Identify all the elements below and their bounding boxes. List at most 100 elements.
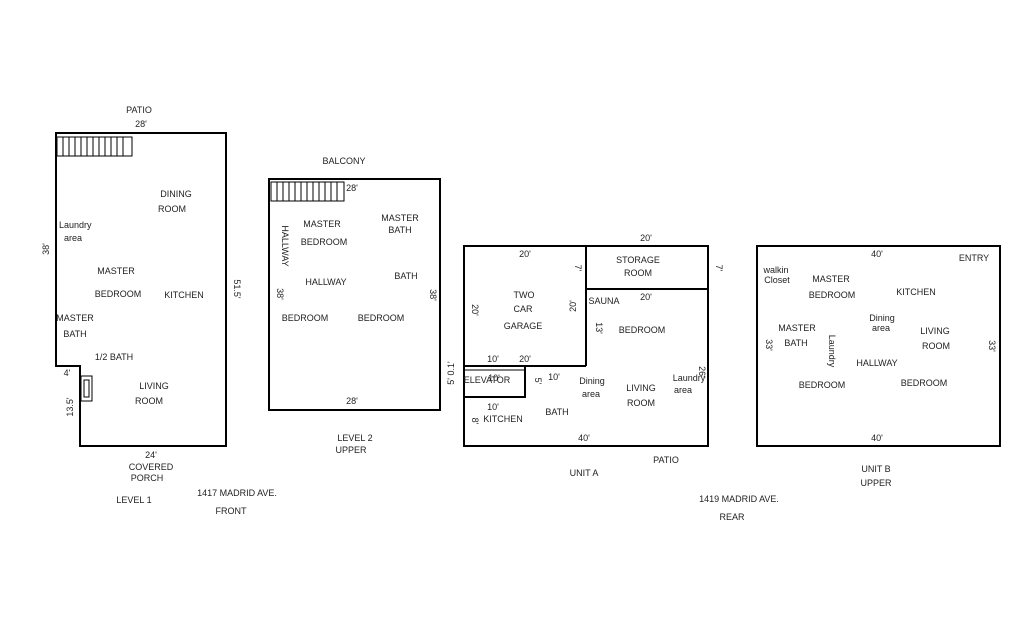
level2-bedroom-right: BEDROOM [358,313,405,323]
unit-a-sauna: SAUNA [588,296,619,306]
level2-master-bedroom-line2: BEDROOM [301,237,348,247]
unit-b-plan: 40' ENTRY walkin Closet MASTER BEDROOM K… [756,245,1001,488]
unit-b-dining-line1: Dining [869,313,895,323]
front-address: 1417 MADRID AVE. [197,488,277,498]
unit-a-kitchen: KITCHEN [483,414,523,424]
level1-notch-dim: 4' [64,368,71,378]
unit-b-right-dim: 33' [987,340,997,352]
unit-a-mid-dim: 10' [548,372,560,382]
front-label: FRONT [216,506,247,516]
unit-a-garage-line2: CAR [513,304,533,314]
level1-porch-line1: COVERED [129,462,174,472]
level2-label-line2: UPPER [335,445,367,455]
unit-a-plan: 20' 20' 7' STORAGE ROOM 7' 20' 20' 20' T… [446,233,724,478]
unit-a-storage-right-dim: 7' [714,265,724,272]
level1-master-bath-line2: BATH [63,329,86,339]
unit-a-garage-left-dim: 20' [470,304,480,316]
unit-b-laundry: Laundry [827,335,837,368]
level1-lower-left-dim: 13.5' [65,397,75,417]
level1-left-dim: 38' [41,243,51,255]
level2-left-dim: 38' [275,288,285,300]
unit-a-right-dim: 26' [697,366,707,378]
unit-a-dining-line1: Dining [579,376,605,386]
unit-a-elevator-top-dim: 10' [487,354,499,364]
unit-a-storage-top-dim: 20' [640,233,652,243]
level1-master-bedroom-line1: MASTER [97,266,135,276]
rear-label: REAR [719,512,745,522]
unit-b-kitchen: KITCHEN [896,287,936,297]
rear-address: 1419 MADRID AVE. [699,494,779,504]
level1-stairs [56,136,133,157]
unit-a-eight-dim: 8' [470,418,480,425]
unit-b-walkin-line1: walkin [762,265,788,275]
unit-a-storage-line1: STORAGE [616,255,660,265]
unit-b-living-line1: LIVING [920,326,950,336]
unit-a-garage-right-dim: 20' [568,300,578,312]
level2-outline [268,178,441,411]
unit-a-bedroom: BEDROOM [619,325,666,335]
level2-bedroom-left: BEDROOM [282,313,329,323]
level2-master-bath-line1: MASTER [381,213,419,223]
unit-a-patio: PATIO [653,455,679,465]
unit-a-label: UNIT A [570,468,599,478]
unit-b-bedroom-right: BEDROOM [901,378,948,388]
level1-master-bath-line1: MASTER [56,313,94,323]
unit-a-garage-line1: TWO [514,290,535,300]
unit-b-walkin-line2: Closet [764,275,790,285]
unit-a-elevator [463,365,526,398]
unit-b-dining-line2: area [872,323,890,333]
level1-patio-label: PATIO [126,105,152,115]
level2-top-dim: 28' [346,183,358,193]
level1-right-dim: 51.5' [232,279,242,299]
level1-fireplace [80,375,93,402]
unit-b-master-bedroom-line1: MASTER [812,274,850,284]
unit-a-left-dim: 5' 0.1' [446,361,456,385]
level1-master-bedroom-line2: BEDROOM [95,289,142,299]
level2-stairs [270,181,345,202]
unit-a-elevator-inner-dim: 10' [488,373,500,383]
unit-a-storage-side-dim: 7' [573,265,583,272]
level1-kitchen: KITCHEN [164,290,204,300]
unit-a-elevator: ELEVATOR [464,375,511,385]
level2-master-bath-line2: BATH [388,225,411,235]
level2-right-dim: 38' [428,289,438,301]
unit-b-top-dim: 40' [871,249,883,259]
unit-a-living-line2: ROOM [627,398,655,408]
level2-plan: BALCONY 28' HALLWAY MASTER BEDROOM MASTE… [268,156,441,455]
level1-outline [55,132,227,447]
unit-a-bottom-dim: 40' [578,433,590,443]
level1-porch-line2: PORCH [131,473,164,483]
level1-living-line1: LIVING [139,381,169,391]
unit-b-bottom-dim: 40' [871,433,883,443]
level1-half-bath: 1/2 BATH [95,352,133,362]
level1-bottom-dim: 24' [145,450,157,460]
level1-laundry-line2: area [64,233,82,243]
unit-a-bedroom-dim: 13' [594,322,604,334]
unit-b-outline [756,245,1001,447]
level2-hallway-vertical: HALLWAY [280,225,290,266]
level1-laundry-line1: Laundry [59,220,92,230]
unit-b-label-line1: UNIT B [861,464,890,474]
unit-b-master-bath-line2: BATH [784,338,807,348]
unit-b-master-bedroom-line2: BEDROOM [809,290,856,300]
unit-a-bath: BATH [545,407,568,417]
level2-label-line1: LEVEL 2 [337,433,372,443]
unit-a-laundry-line2: area [674,385,692,395]
level2-balcony: BALCONY [322,156,365,166]
level2-hallway: HALLWAY [305,277,346,287]
level1-label: LEVEL 1 [116,495,151,505]
unit-b-bedroom-left: BEDROOM [799,380,846,390]
level2-bath: BATH [394,271,417,281]
unit-a-garage-top-dim: 20' [519,249,531,259]
unit-b-label-line2: UPPER [860,478,892,488]
unit-a-storage-line2: ROOM [624,268,652,278]
unit-b-entry: ENTRY [959,253,989,263]
level2-master-bedroom-line1: MASTER [303,219,341,229]
unit-a-garage-bottom-dim: 20' [519,354,531,364]
level1-dining-line2: ROOM [158,204,186,214]
unit-b-living-line2: ROOM [922,341,950,351]
unit-b-left-dim: 33' [764,339,774,351]
unit-a-five-dim: 5' [533,378,543,385]
level1-living-line2: ROOM [135,396,163,406]
level1-dining-line1: DINING [160,189,192,199]
